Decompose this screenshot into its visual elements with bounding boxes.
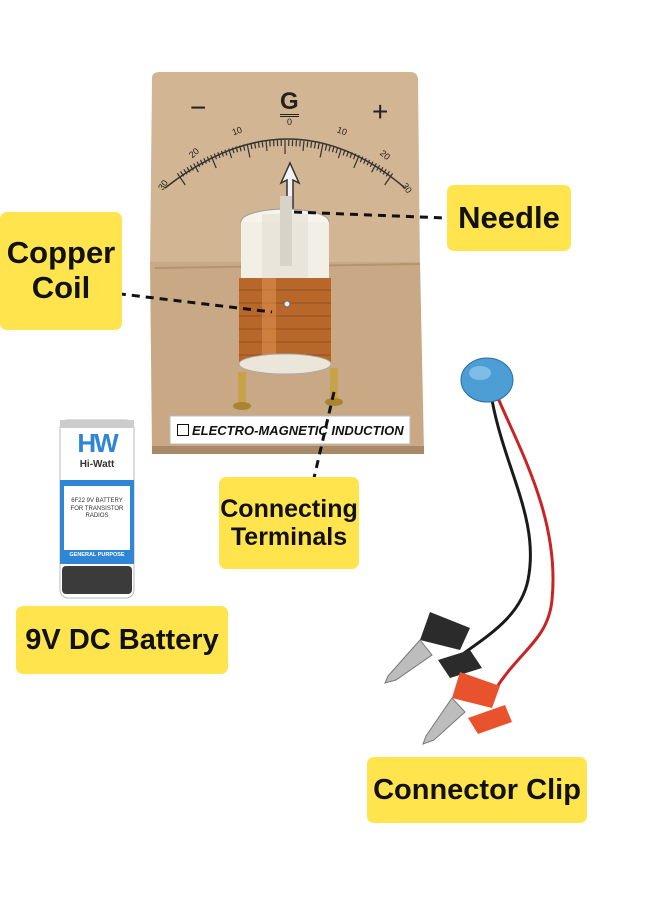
scale-tick [313, 142, 316, 149]
copper-coil-label: Copper Coil [0, 212, 122, 330]
scale-tick [352, 153, 357, 160]
scale-tick [337, 148, 342, 159]
scale-tick [196, 161, 201, 168]
scale-tick [250, 142, 253, 150]
connecting-terminals [233, 368, 343, 410]
scale-tick-label: 0 [287, 117, 293, 127]
battery-spec-text: 6F22 9V BATTERY FOR TRANSISTOR RADIOS [70, 498, 124, 519]
scale-tick [265, 140, 268, 151]
battery-purpose: GENERAL PURPOSE [69, 552, 125, 558]
galvanometer-symbol: G [280, 88, 299, 117]
scale-tick [213, 153, 218, 160]
copper-coil [239, 278, 331, 364]
scale-tick [363, 157, 367, 164]
scale-tick [349, 152, 353, 159]
scale-tick [366, 159, 371, 166]
battery-illustration [59, 419, 135, 599]
scale-tick [228, 148, 233, 159]
scale-tick [183, 168, 188, 175]
connector-clip-illustration [384, 357, 555, 745]
scale-tick [353, 154, 360, 169]
scale-minus-sign: − [190, 92, 207, 123]
scale-tick [335, 147, 339, 154]
scale-tick [382, 168, 387, 175]
scale-tick [306, 141, 309, 148]
name-plate-text: ELECTRO-MAGNETIC INDUCTION [175, 419, 407, 441]
scale-tick [203, 157, 207, 164]
scale-tick [220, 150, 224, 157]
scale-tick [239, 145, 242, 152]
scale-tick [246, 143, 251, 158]
scale-tick [369, 161, 374, 168]
plate-logo-icon [177, 424, 189, 436]
battery-brand-name: Hi-Watt [79, 459, 115, 470]
scale-tick [217, 152, 221, 159]
scale-tick [376, 165, 381, 171]
blue-cap [460, 357, 514, 403]
scale-tick [235, 146, 239, 153]
scale-tick [199, 159, 204, 166]
scale-tick [310, 141, 313, 148]
scale-tick [254, 142, 257, 149]
scale-plus-sign: + [372, 96, 389, 127]
scale-tick [224, 149, 228, 156]
scale-tick [176, 173, 186, 186]
scale-tick [371, 163, 377, 173]
connector-clip-label: Connector Clip [367, 757, 587, 823]
scale-tick [179, 170, 185, 177]
scale-ticks [176, 139, 394, 186]
scale-tick [342, 149, 346, 156]
battery-label: 9V DC Battery [16, 606, 228, 674]
scale-tick [193, 163, 199, 173]
scale-tick [206, 156, 211, 163]
coil-leader [103, 290, 273, 314]
scale-tick [261, 141, 264, 148]
scale-tick [379, 166, 384, 173]
scale-tick [302, 140, 305, 151]
scale-tick [210, 154, 217, 169]
connecting-terminals-label: Connecting Terminals [219, 477, 359, 569]
scale-tick [317, 142, 320, 150]
scale-tick [257, 141, 260, 148]
battery-logo: HW [77, 428, 118, 458]
scale-tick [331, 146, 335, 153]
scale-tick [186, 166, 191, 173]
scale-tick [231, 147, 235, 154]
scale-arc [164, 138, 406, 189]
board-back-panel [150, 72, 420, 270]
board-shadow-edge [152, 446, 424, 454]
scale-tick [328, 145, 331, 152]
name-plate [169, 415, 411, 445]
scale-tick [359, 156, 364, 163]
scale-tick [346, 150, 350, 157]
scale-tick [324, 144, 328, 151]
terminals-leader [312, 391, 336, 479]
needle-pointer [279, 161, 301, 213]
scale-tick [242, 144, 246, 151]
scale-tick [189, 165, 194, 171]
needle-leader [293, 210, 447, 220]
scale-tick [384, 173, 394, 186]
scale-tick [319, 143, 324, 158]
needle-label: Needle [447, 185, 571, 251]
plate-title: ELECTRO-MAGNETIC INDUCTION [192, 422, 404, 438]
scale-tick [385, 170, 391, 177]
